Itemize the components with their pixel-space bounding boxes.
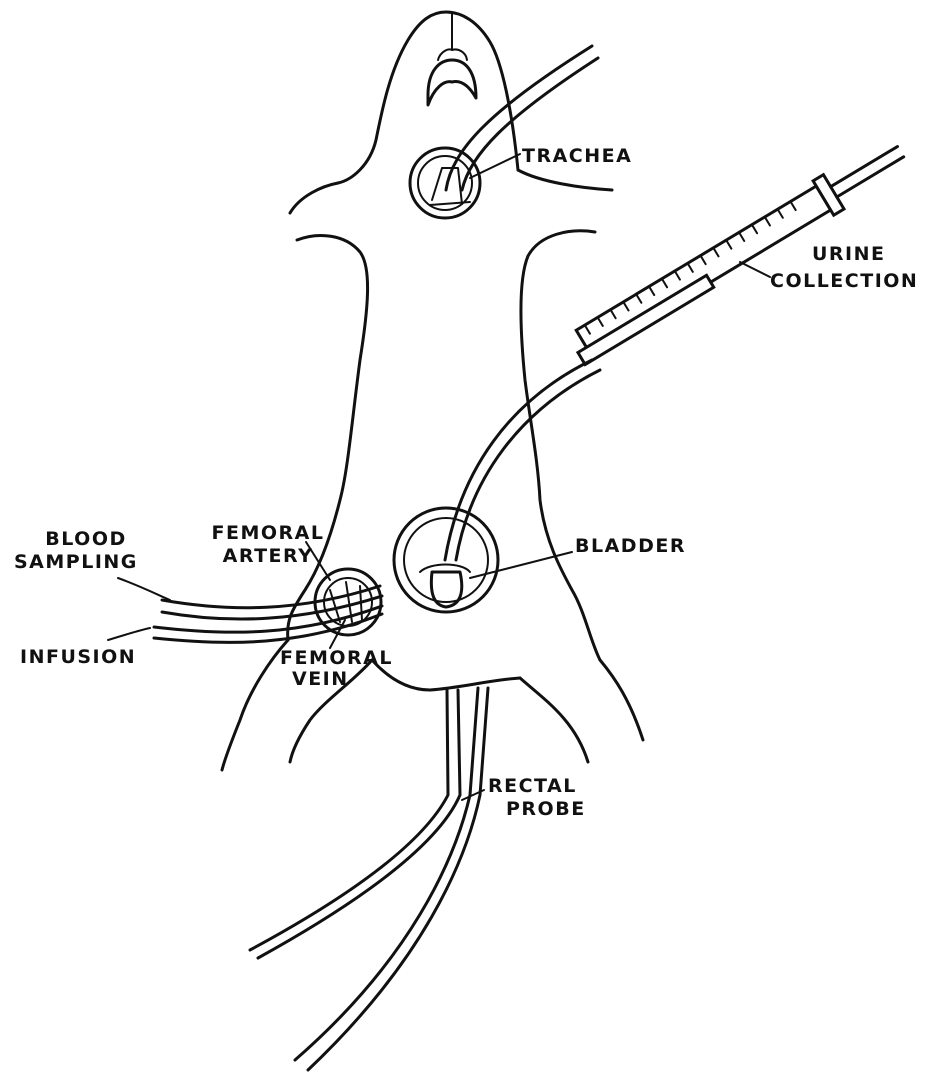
label-femoral-artery: FEMORAL [208,522,328,544]
label-bladder: BLADDER [575,535,686,557]
label-collection: COLLECTION [770,270,918,292]
label-blood: BLOOD [30,528,142,550]
leader-lines [108,154,770,800]
label-vein: VEIN [292,668,349,690]
label-femoral-vein: FEMORAL [280,647,393,669]
bladder-catheter [445,360,600,560]
label-artery: ARTERY [208,545,328,567]
label-urine: URINE [812,243,886,265]
label-probe: PROBE [506,798,586,820]
label-rectal: RECTAL [488,775,577,797]
label-sampling: SAMPLING [14,551,138,573]
label-trachea: TRACHEA [522,145,632,167]
trachea-site [410,46,598,218]
label-infusion: INFUSION [20,646,136,668]
rectal-probe [250,688,488,1070]
head-detail [428,14,476,105]
